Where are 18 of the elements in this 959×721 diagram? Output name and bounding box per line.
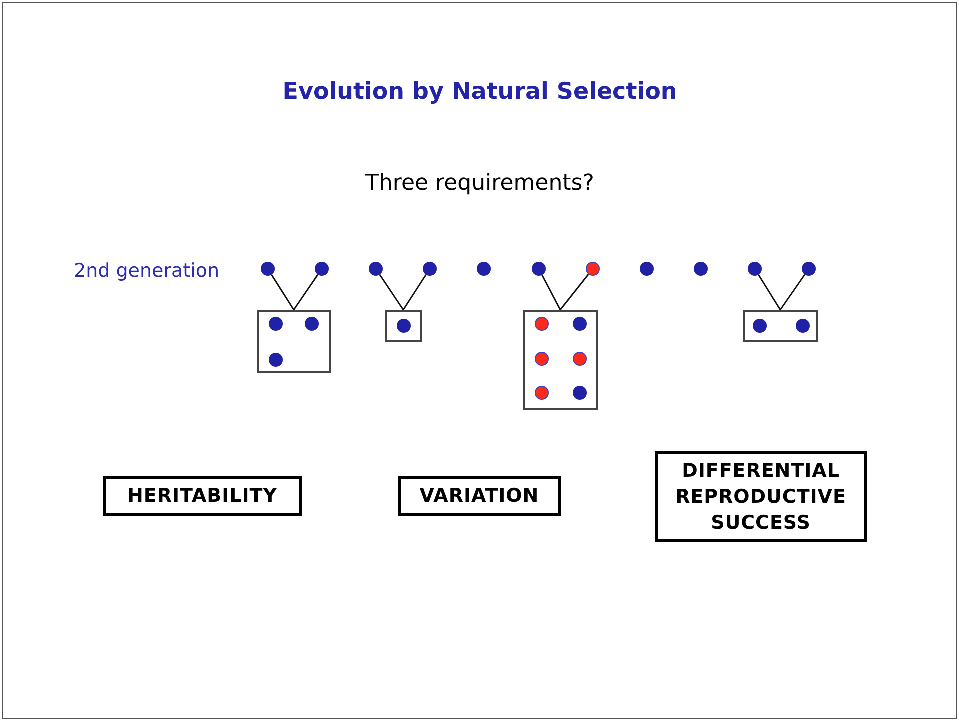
connector-line [758, 274, 782, 310]
connector-line [542, 274, 562, 310]
title: Evolution by Natural Selection [282, 78, 678, 107]
label-box: VARIATION [398, 476, 561, 516]
connector-line [402, 274, 427, 310]
connector-line [780, 274, 806, 310]
connector-line [293, 274, 319, 310]
box [743, 310, 818, 342]
box [385, 310, 422, 342]
label-box: HERITABILITY [103, 476, 302, 516]
label-box: DIFFERENTIAL REPRODUCTIVE SUCCESS [655, 451, 867, 542]
box [523, 310, 598, 410]
connector-line [379, 274, 404, 310]
connector-line [560, 274, 590, 310]
box [257, 310, 331, 373]
subtitle: Three requirements? [364, 170, 596, 198]
connector-line [271, 274, 295, 310]
row-label: 2nd generation [74, 259, 220, 284]
